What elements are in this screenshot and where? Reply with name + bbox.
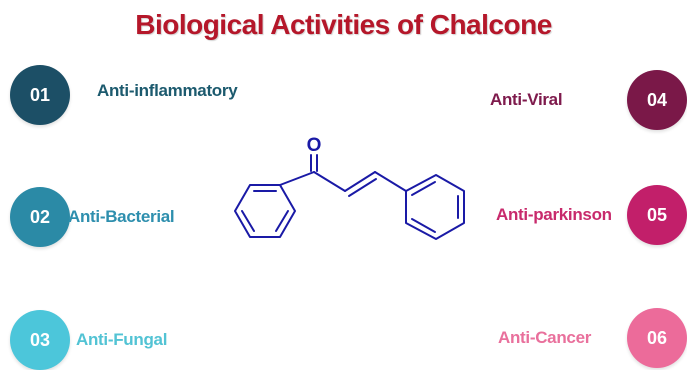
activity-badge-06: 06 (627, 308, 687, 368)
alkene-double-bond (344, 171, 376, 192)
right-ring-inner-bond (411, 218, 436, 233)
activity-label-anti-inflammatory: Anti-inflammatory (97, 81, 238, 100)
activity-badge-05: 05 (627, 185, 687, 245)
activity-label-anti-viral: Anti-Viral (490, 90, 563, 109)
right-benzene-ring (405, 174, 465, 240)
left-ring-inner-bond (275, 210, 289, 232)
activity-number: 06 (646, 327, 668, 348)
activity-badge-02: 02 (10, 187, 70, 247)
activity-badge-03: 03 (10, 310, 70, 370)
activity-label-anti-cancer: Anti-Cancer (498, 328, 592, 347)
activity-number: 04 (646, 89, 668, 110)
activity-number: 01 (29, 84, 51, 105)
diagram-title: Biological Activities of Chalcone (135, 9, 552, 40)
activity-label-anti-fungal: Anti-Fungal (76, 330, 168, 349)
activity-badge-04: 04 (627, 70, 687, 130)
alkene-ring-bond (374, 171, 407, 192)
activity-badge-01: 01 (10, 65, 70, 125)
left-ring-inner-bond (241, 210, 255, 232)
left-benzene-ring (234, 184, 296, 238)
oxygen-atom-label: O (307, 135, 322, 156)
chalcone-structure: O (234, 135, 465, 240)
activity-number: 02 (29, 206, 51, 227)
activity-number: 05 (646, 204, 668, 225)
activity-label-anti-parkinson: Anti-parkinson (496, 205, 612, 224)
alkene-double-bond (348, 178, 377, 197)
ring-carbonyl-bond (279, 171, 315, 186)
activity-label-anti-bacterial: Anti-Bacterial (68, 207, 175, 226)
right-ring-inner-bond (411, 181, 436, 196)
activity-number: 03 (29, 329, 51, 350)
carbonyl-alpha-bond (313, 171, 346, 192)
